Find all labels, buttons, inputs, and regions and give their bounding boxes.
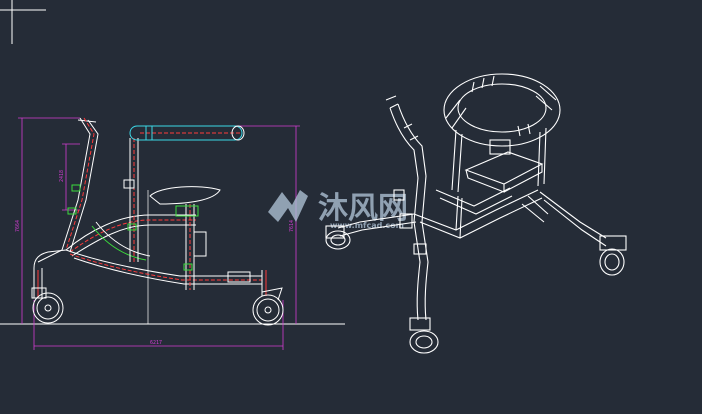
front-caster-wheel bbox=[31, 287, 64, 324]
iso-push-handle bbox=[385, 95, 427, 179]
mf-logo-icon bbox=[268, 190, 308, 222]
iso-leg-front bbox=[416, 261, 429, 321]
side-view: 7664 7614 6217 2418 bbox=[0, 117, 345, 350]
watermark-url: www.mfcad.com bbox=[330, 221, 404, 230]
clamps bbox=[67, 179, 193, 271]
handle-height-label: 7614 bbox=[289, 220, 295, 232]
iso-wheel-right bbox=[599, 235, 627, 276]
ring-posts bbox=[451, 127, 547, 193]
rear-caster-wheel bbox=[252, 294, 284, 326]
iso-seat bbox=[464, 139, 544, 193]
watermark-brand: 沐风网 bbox=[318, 191, 408, 226]
ucs-crosshair-icon bbox=[0, 0, 46, 44]
seat bbox=[149, 186, 221, 290]
overall-height-label: 7664 bbox=[15, 220, 21, 232]
support-ring bbox=[443, 73, 561, 147]
dimension-lines bbox=[18, 117, 300, 350]
overall-width-label: 6217 bbox=[150, 340, 162, 346]
segment-label: 2418 bbox=[59, 170, 65, 182]
main-frame bbox=[33, 214, 262, 298]
push-handle bbox=[61, 117, 99, 253]
iso-leg-right bbox=[539, 191, 607, 247]
rear-axle bbox=[227, 270, 283, 301]
isometric-view bbox=[325, 73, 627, 354]
upright-post bbox=[129, 125, 245, 262]
iso-frame bbox=[393, 175, 543, 263]
iso-wheel-left bbox=[325, 225, 351, 250]
iso-wheel-front bbox=[409, 317, 439, 354]
watermark: 沐风网 www.mfcad.com bbox=[268, 190, 408, 230]
